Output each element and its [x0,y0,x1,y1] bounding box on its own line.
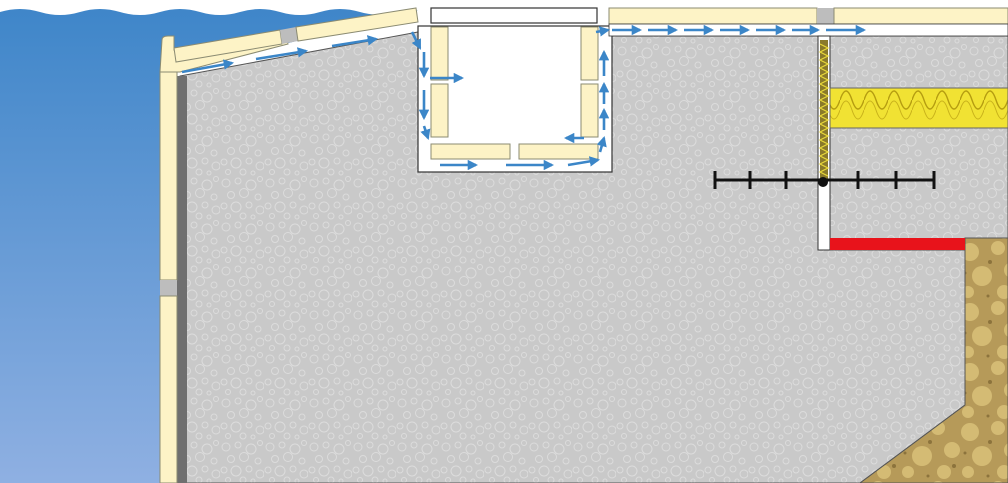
wall-tile-lower [159,295,178,483]
gutter-tile-bottom-1 [430,143,511,160]
water-flow-arrows [181,24,867,171]
deck-slab-concrete [829,35,1008,240]
sloped-tile-2 [295,7,419,42]
wall-edge-dark [177,76,187,483]
wall-tile-upper [159,71,178,281]
soil-backfill [859,237,1008,483]
deck-tile-1 [608,7,818,25]
flow-arrow-icon [181,59,235,74]
pool-water [0,9,418,483]
flow-arrow-icon [331,35,379,48]
gutter-cover-grate [430,7,598,24]
waterproof-membrane [830,238,965,250]
flow-arrow-icon [567,156,601,167]
wall-grout-joint [160,280,177,296]
gutter-tile-left-2 [430,83,449,138]
flow-arrow-icon [410,31,422,50]
joint-filler-zigzag [818,43,830,177]
deck-joint [817,8,834,24]
rebar-node-icon [818,177,828,187]
gutter-tile-left-1 [430,26,449,81]
gutter-tile-right-2 [580,83,599,138]
deck-tile-2 [833,7,1008,25]
gutter-tile-right-1 [580,26,599,81]
flow-arrow-icon [255,47,309,61]
thermal-insulation [829,87,1008,129]
gutter-tile-bottom-2 [518,143,599,160]
flow-arrow-icon [420,125,431,140]
flow-arrow-icon [595,26,611,37]
sloped-grout [280,27,298,44]
flow-arrow-icon [596,136,607,153]
dowel-rebar [713,171,936,189]
